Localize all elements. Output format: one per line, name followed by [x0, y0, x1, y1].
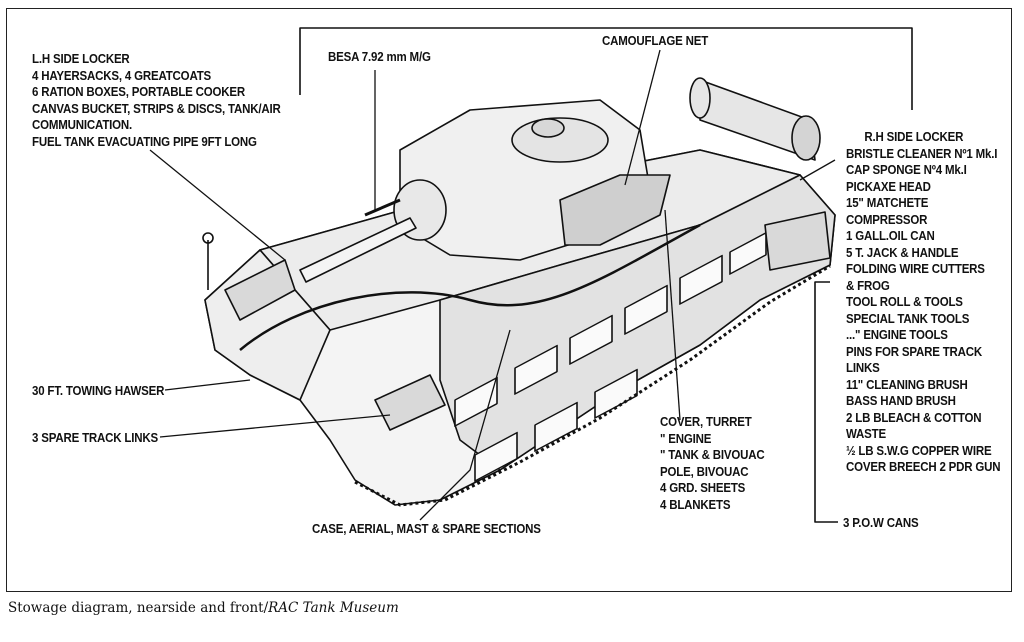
caption-text: Stowage diagram, nearside and front/ — [8, 600, 269, 616]
lh-locker-item: COMMUNICATION. — [32, 118, 133, 132]
track-links-label: 3 SPARE TRACK LINKS — [32, 431, 159, 445]
leader-case — [419, 329, 511, 521]
rh-locker-item: CAP SPONGE Nº4 Mk.I — [846, 163, 967, 177]
pow-cans-label: 3 P.O.W CANS — [843, 516, 919, 530]
cover-item: 4 GRD. SHEETS — [660, 481, 746, 495]
lh-locker-item: CANVAS BUCKET, STRIPS & DISCS, TANK/AIR — [32, 101, 281, 116]
leader-track-links — [159, 414, 391, 438]
towing-hawser-label: 30 FT. TOWING HAWSER — [32, 384, 165, 398]
rh-locker-item: FOLDING WIRE CUTTERS — [846, 262, 985, 276]
lh-locker-item: 4 HAYERSACKS, 4 GREATCOATS — [32, 68, 212, 83]
leader-camouflage — [624, 49, 661, 186]
rh-locker-item: LINKS — [846, 361, 880, 375]
cover-item: COVER, TURRET — [660, 415, 752, 429]
rh-locker-item: TOOL ROLL & TOOLS — [846, 295, 963, 309]
cupola — [531, 118, 565, 138]
cover-item: " ENGINE — [660, 431, 712, 446]
cover-label: COVER, TURRET " ENGINE " TANK & BIVOUAC … — [660, 414, 765, 513]
cover-item: " TANK & BIVOUAC — [660, 448, 765, 462]
rh-locker-title: R.H SIDE LOCKER — [864, 130, 964, 144]
callout-frame-right — [814, 281, 838, 523]
rh-locker-item: 2 LB BLEACH & COTTON — [846, 410, 982, 425]
lh-locker-item: 6 RATION BOXES, PORTABLE COOKER — [32, 85, 246, 99]
leader-towing — [164, 379, 251, 391]
rh-locker-item: WASTE — [846, 427, 886, 441]
cover-item: POLE, BIVOUAC — [660, 464, 749, 479]
rh-locker-item: BASS HAND BRUSH — [846, 394, 956, 408]
rh-locker-item: 5 T. JACK & HANDLE — [846, 245, 959, 260]
lh-locker-title: L.H SIDE LOCKER — [32, 52, 130, 66]
lh-locker-label: L.H SIDE LOCKER 4 HAYERSACKS, 4 GREATCOA… — [32, 51, 281, 150]
rh-locker-item: ½ LB S.W.G COPPER WIRE — [846, 443, 992, 458]
caption-source: RAC Tank Museum — [268, 600, 399, 616]
towing-hawser — [239, 223, 701, 351]
rh-locker-item: 11" CLEANING BRUSH — [846, 377, 968, 392]
cover-item: 4 BLANKETS — [660, 497, 731, 512]
case-label: CASE, AERIAL, MAST & SPARE SECTIONS — [312, 522, 541, 536]
besa-barrel — [364, 198, 401, 217]
rh-locker-item: COVER BREECH 2 PDR GUN — [846, 460, 1001, 474]
rh-locker-item: 15" MATCHETE — [846, 196, 929, 210]
leader-lh-locker — [149, 149, 286, 261]
besa-label: BESA 7.92 mm M/G — [328, 50, 431, 64]
rh-locker-item: 1 GALL.OIL CAN — [846, 229, 935, 243]
callout-frame-top — [299, 27, 913, 110]
rh-locker-item: ..." ENGINE TOOLS — [846, 328, 948, 342]
camouflage-label: CAMOUFLAGE NET — [602, 34, 709, 48]
rh-locker-item: BRISTLE CLEANER Nº1 Mk.I — [846, 146, 998, 161]
leader-cover — [664, 209, 681, 421]
figure-caption: Stowage diagram, nearside and front/RAC … — [8, 600, 399, 616]
lh-locker-item: FUEL TANK EVACUATING PIPE 9FT LONG — [32, 134, 257, 149]
rh-locker-item: COMPRESSOR — [846, 212, 928, 227]
front-lockers — [224, 211, 831, 431]
diagram-frame — [6, 8, 1012, 592]
rh-locker-item: SPECIAL TANK TOOLS — [846, 311, 970, 326]
rh-locker-item: PINS FOR SPARE TRACK — [846, 344, 983, 359]
rh-locker-label: R.H SIDE LOCKER BRISTLE CLEANER Nº1 Mk.I… — [846, 129, 1001, 476]
skirt-panels — [454, 231, 767, 482]
leader-rh-locker — [799, 159, 836, 181]
rh-locker-item: PICKAXE HEAD — [846, 179, 931, 194]
gun-barrel — [299, 217, 417, 283]
rh-locker-item: & FROG — [846, 278, 890, 293]
camouflage-roll — [559, 174, 671, 246]
